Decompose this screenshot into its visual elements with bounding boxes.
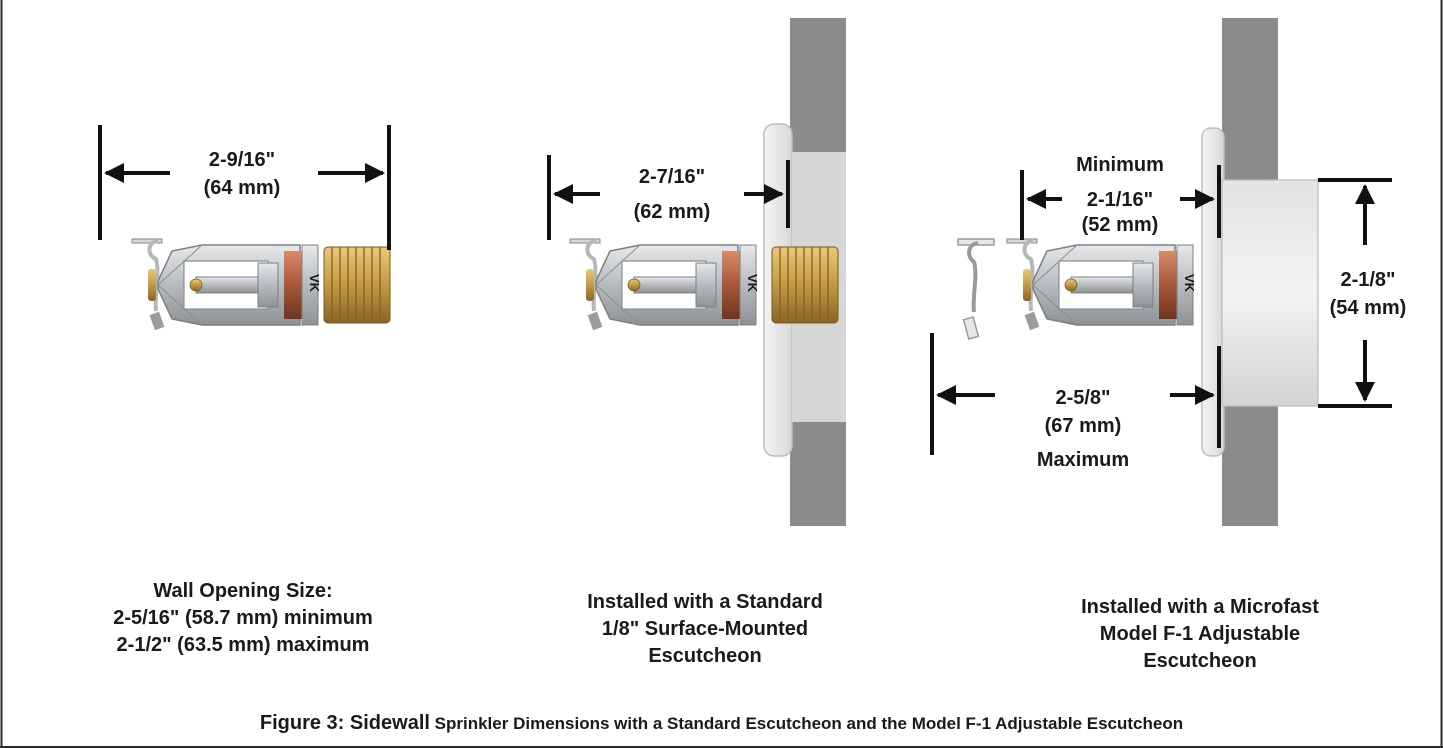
sprinkler-thread [771,246,839,324]
diameter-metric: (54 mm) [1330,297,1407,319]
view-standard-escutcheon: 2-7/16" (62 mm) [547,18,846,526]
sprinkler-drawing [130,237,324,333]
deflector-maximum-position [957,238,995,340]
figure-caption: Figure 3: Sidewall Sprinkler Dimensions … [0,712,1443,735]
sprinkler-thread [323,246,391,324]
caption-line: 2-5/16" (58.7 mm) minimum [113,607,373,629]
view-1-caption: Wall Opening Size: 2-5/16" (58.7 mm) min… [104,578,382,659]
min-dimension-label: Minimum [1076,154,1164,176]
caption-line: Installed with a Microfast [1081,596,1319,618]
caption-line: Model F-1 Adjustable [1099,623,1301,645]
caption-line: 1/8" Surface-Mounted [601,618,809,640]
caption-line: Escutcheon [1143,650,1257,672]
min-dimension-metric: (52 mm) [1082,214,1159,236]
view-3-caption: Installed with a Microfast Model F-1 Adj… [1050,594,1350,675]
sprinkler-drawing [568,237,762,333]
diameter-length: 2-1/8" [1340,269,1395,291]
dimension-length: 2-7/16" [639,166,705,188]
view-2-caption: Installed with a Standard 1/8" Surface-M… [555,589,855,670]
sprinkler-drawing [1005,237,1199,333]
caption-line: Escutcheon [648,645,762,667]
caption-line: Installed with a Standard [587,591,823,613]
view-bare-sprinkler: 2-9/16" (64 mm) [98,125,391,333]
figure-caption-text: Sprinkler Dimensions with a Standard Esc… [429,714,1184,733]
max-dimension-label: Maximum [1037,449,1129,471]
f1-escutcheon-cup [1221,179,1319,407]
figure-caption-lead: Figure 3: Sidewall [259,712,430,734]
min-dimension-length: 2-1/16" [1087,189,1153,211]
max-dimension-metric: (67 mm) [1045,415,1122,437]
view-f1-adjustable-escutcheon: Minimum 2-1/16" (52 mm) 2-5/8" (67 mm) M… [930,18,1407,526]
dimension-metric: (62 mm) [634,201,711,223]
caption-line: Wall Opening Size: [153,580,333,602]
dimension-length: 2-9/16" [209,149,275,171]
dimension-metric: (64 mm) [204,177,281,199]
max-dimension-length: 2-5/8" [1055,387,1110,409]
caption-line: 2-1/2" (63.5 mm) maximum [116,634,370,656]
